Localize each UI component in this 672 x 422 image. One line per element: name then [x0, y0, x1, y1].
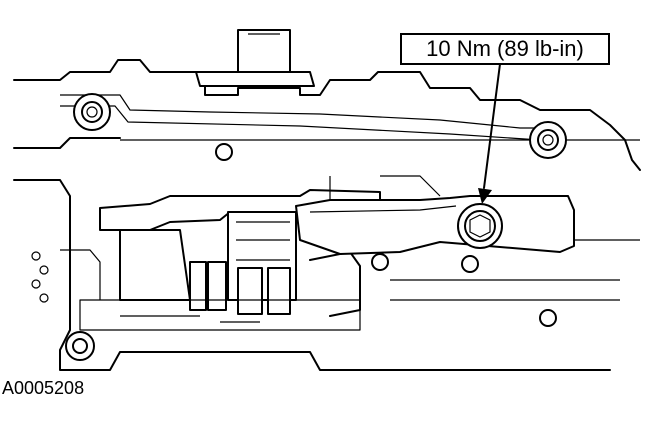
housing-bolts [65, 93, 567, 361]
valve-body [79, 175, 640, 331]
left-housing [13, 179, 611, 371]
retaining-bracket [295, 195, 575, 255]
torque-callout-label: 10 Nm (89 lb-in) [400, 33, 610, 65]
figure-id-label: A0005208 [2, 378, 85, 398]
callout-leader-arrow [478, 63, 501, 204]
shaft-fitting [195, 29, 315, 87]
torque-bolt [457, 203, 503, 249]
